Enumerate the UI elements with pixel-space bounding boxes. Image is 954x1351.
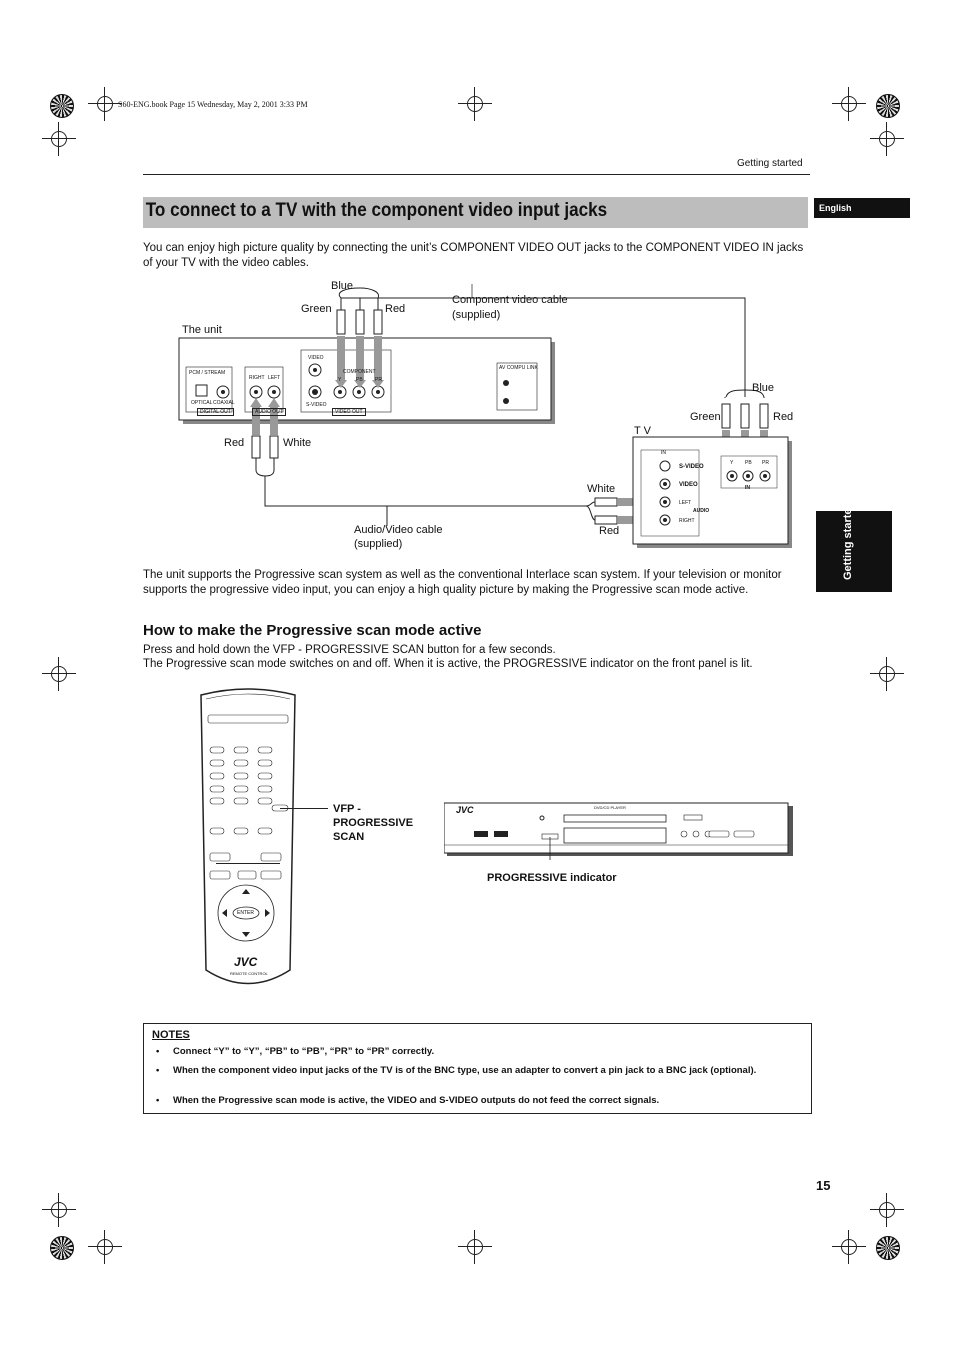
player-brand: JVC bbox=[456, 805, 474, 815]
vfp-label-line-2: PROGRESSIVE bbox=[333, 817, 414, 829]
vfp-label: VFP - PROGRESSIVE SCAN bbox=[333, 802, 413, 844]
label-green-top: Green bbox=[301, 303, 332, 315]
dvd-player-body bbox=[444, 802, 793, 860]
note-text: When the component video input jacks of … bbox=[173, 1065, 757, 1076]
panel-right: RIGHT bbox=[249, 375, 265, 381]
page-number: 15 bbox=[816, 1178, 831, 1193]
vfp-label-line-1: VFP - bbox=[333, 803, 361, 815]
registration-mark bbox=[458, 87, 492, 121]
registration-mark bbox=[870, 122, 904, 156]
label-white-tv: White bbox=[587, 483, 616, 495]
intro-paragraph: You can enjoy high picture quality by co… bbox=[143, 242, 804, 269]
connection-diagram: The unit Blue Green Red Component video … bbox=[175, 280, 805, 555]
label-white-audio: White bbox=[283, 437, 312, 449]
panel-audio-out: AUDIO OUT bbox=[252, 408, 286, 416]
label-blue-top: Blue bbox=[331, 280, 354, 292]
panel-pr: PR bbox=[375, 377, 382, 383]
panel-component: COMPONENT bbox=[343, 369, 376, 375]
language-tab-label: English bbox=[819, 203, 852, 213]
label-green-tv: Green bbox=[690, 411, 721, 423]
note-item: •When the component video input jacks of… bbox=[156, 1065, 776, 1077]
panel-av-compu-link: AV COMPU LINK bbox=[499, 365, 538, 371]
panel-pb: PB bbox=[356, 377, 363, 383]
note-item: •Connect “Y” to “Y”, “PB” to “PB”, “PR” … bbox=[156, 1046, 776, 1058]
registration-mark bbox=[458, 1230, 492, 1264]
panel-video-out: VIDEO OUT bbox=[332, 408, 366, 416]
label-tv: T V bbox=[634, 425, 651, 437]
tv-pr: PR bbox=[762, 460, 769, 466]
panel-video: VIDEO bbox=[308, 355, 324, 361]
color-disc-icon bbox=[876, 94, 900, 118]
instruction-line-1: Press and hold down the VFP - PROGRESSIV… bbox=[143, 644, 556, 656]
registration-mark bbox=[832, 87, 866, 121]
dvd-player-illustration: JVC DVD/CD PLAYER bbox=[444, 800, 794, 860]
page-title-bar: To connect to a TV with the component vi… bbox=[143, 197, 808, 228]
note-item: •When the Progressive scan mode is activ… bbox=[156, 1095, 776, 1107]
language-tab: English bbox=[814, 198, 910, 218]
tv-s-video: S-VIDEO bbox=[679, 464, 704, 470]
subheading: How to make the Progressive scan mode ac… bbox=[143, 622, 482, 639]
panel-y: Y bbox=[338, 377, 342, 383]
notes-box: NOTES •Connect “Y” to “Y”, “PB” to “PB”,… bbox=[143, 1023, 812, 1114]
label-av-supplied: (supplied) bbox=[354, 538, 403, 550]
label-red-audio: Red bbox=[224, 437, 245, 449]
panel-left: LEFT bbox=[268, 375, 281, 381]
registration-mark bbox=[42, 1193, 76, 1227]
tv-video: VIDEO bbox=[679, 482, 698, 488]
chapter-tab-label: Getting started bbox=[842, 501, 854, 580]
registration-mark bbox=[88, 1230, 122, 1264]
instruction-line-2: The Progressive scan mode switches on an… bbox=[143, 658, 753, 670]
panel-optical: OPTICAL bbox=[191, 400, 213, 406]
color-disc-icon bbox=[50, 1236, 74, 1260]
panel-s-video: S-VIDEO bbox=[306, 402, 327, 408]
remote-control-illustration: JVC REMOTE CONTROL ENTER bbox=[198, 685, 298, 1000]
panel-digital-out: DIGITAL OUT bbox=[197, 408, 234, 416]
running-header: Getting started bbox=[737, 158, 803, 169]
color-disc-icon bbox=[50, 94, 74, 118]
label-av-cable: Audio/Video cable bbox=[354, 524, 443, 536]
player-label: DVD/CD PLAYER bbox=[594, 805, 626, 810]
registration-mark bbox=[42, 122, 76, 156]
tv-pb: PB bbox=[745, 460, 752, 466]
label-red-tv-audio: Red bbox=[599, 525, 620, 537]
notes-heading: NOTES bbox=[152, 1029, 190, 1041]
panel-coaxial: COAXIAL bbox=[213, 400, 235, 406]
tv-y: Y bbox=[730, 460, 734, 466]
color-disc-icon bbox=[876, 1236, 900, 1260]
chapter-tab: Getting started bbox=[816, 502, 892, 592]
registration-mark bbox=[832, 1230, 866, 1264]
diagram-cables bbox=[178, 284, 792, 548]
book-info: S60-ENG.book Page 15 Wednesday, May 2, 2… bbox=[118, 100, 308, 109]
tv-left: LEFT bbox=[679, 500, 692, 506]
remote-body bbox=[200, 688, 296, 985]
remote-enter-label: ENTER bbox=[237, 910, 254, 916]
vfp-callout-line bbox=[280, 808, 328, 809]
header-rule bbox=[143, 174, 810, 175]
remote-brand: JVC bbox=[234, 955, 258, 969]
note-text: Connect “Y” to “Y”, “PB” to “PB”, “PR” t… bbox=[173, 1046, 435, 1057]
note-text: When the Progressive scan mode is active… bbox=[173, 1095, 660, 1106]
vfp-label-line-3: SCAN bbox=[333, 831, 365, 843]
tv-audio: AUDIO bbox=[693, 508, 710, 514]
registration-mark bbox=[42, 657, 76, 691]
registration-mark bbox=[870, 657, 904, 691]
label-component-cable: Component video cable bbox=[452, 294, 568, 306]
registration-mark bbox=[88, 87, 122, 121]
label-component-supplied: (supplied) bbox=[452, 309, 501, 321]
label-the-unit: The unit bbox=[182, 324, 222, 336]
panel-pcm-stream: PCM / STREAM bbox=[189, 370, 226, 376]
label-red-top: Red bbox=[385, 303, 406, 315]
page-title: To connect to a TV with the component vi… bbox=[145, 200, 608, 221]
label-red-tv: Red bbox=[773, 411, 794, 423]
registration-mark bbox=[870, 1193, 904, 1227]
remote-label: REMOTE CONTROL bbox=[230, 971, 268, 976]
tv-in: IN bbox=[661, 450, 666, 456]
label-blue-tv: Blue bbox=[752, 382, 775, 394]
tv-in-component: IN bbox=[745, 485, 750, 491]
tv-right: RIGHT bbox=[679, 518, 695, 524]
progressive-paragraph: The unit supports the Progressive scan s… bbox=[143, 569, 782, 596]
progressive-indicator-label: PROGRESSIVE indicator bbox=[487, 872, 617, 884]
